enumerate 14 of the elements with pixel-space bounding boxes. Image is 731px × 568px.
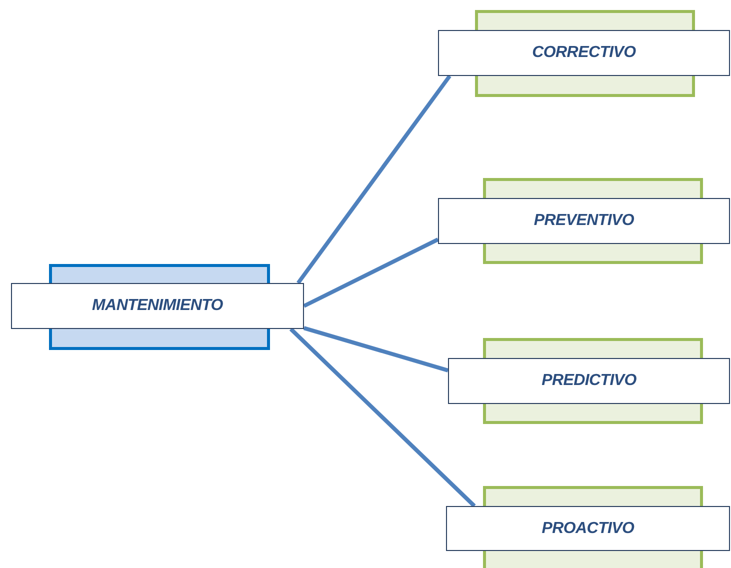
label-box [448,358,730,404]
connector-line [303,238,439,308]
connector-line [296,74,452,284]
label-box [438,30,730,76]
connector-line [303,326,449,372]
label-box [446,506,730,551]
label-box [438,198,730,244]
label-box [11,283,304,329]
node-label: PREDICTIVO [542,372,636,390]
node-label: PREVENTIVO [534,212,634,230]
connector-line [289,328,476,508]
node-label: PROACTIVO [542,520,634,538]
node-label: CORRECTIVO [532,44,636,62]
node-label: MANTENIMIENTO [92,297,223,315]
